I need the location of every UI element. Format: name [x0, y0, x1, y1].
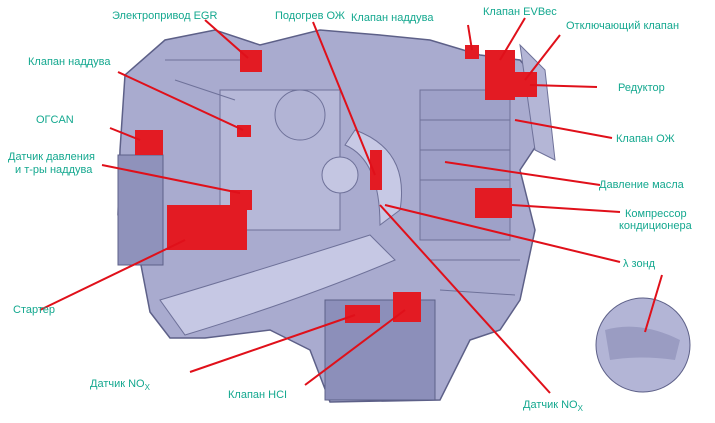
label-oil-pressure: Давление масла [599, 179, 684, 191]
label-ac-compressor-line1: Компрессор [625, 208, 687, 220]
label-coolant-valve: Клапан ОЖ [616, 133, 675, 145]
label-nox-sensor-left: Датчик NOX [90, 378, 150, 393]
boost-valve-top-component [465, 45, 479, 59]
label-lambda-probe: λ зонд [623, 258, 656, 270]
label-egr-actuator: Электропривод EGR [112, 10, 218, 22]
evbec-component [485, 50, 515, 100]
hci-valve-component [393, 292, 421, 322]
nox-sensor-left-component [345, 305, 380, 323]
reducer-component [515, 72, 537, 97]
boost-valve-left-component [237, 125, 251, 137]
label-nox-sensor-bottom: Датчик NOX [523, 399, 583, 414]
boost-sensor-component [230, 190, 252, 210]
label-ac-compressor-line2: кондиционера [619, 220, 692, 232]
label-reducer: Редуктор [618, 82, 665, 94]
coolant-heater-component [370, 150, 382, 190]
label-boost-sensor-line1: Датчик давления [8, 151, 95, 163]
ofcan-component [135, 130, 163, 155]
label-boost-sensor-line2: и т-ры наддува [15, 164, 93, 176]
label-shutoff-valve: Отключающий клапан [566, 20, 680, 32]
leader-lines [39, 17, 663, 394]
inset-detail [595, 297, 691, 393]
label-boost-valve-top: Клапан наддува [351, 12, 434, 24]
ac-compressor-component [475, 188, 512, 218]
label-starter: Стартер [13, 304, 56, 316]
label-ofcan: ОГCAN [36, 114, 74, 126]
engine-body [117, 29, 556, 403]
label-coolant-heater: Подогрев ОЖ [275, 10, 345, 22]
label-boost-valve-left: Клапан наддува [28, 56, 111, 68]
label-hci-valve: Клапан HCI [228, 389, 288, 401]
label-evbec-valve: Клапан EVBec [483, 6, 557, 18]
